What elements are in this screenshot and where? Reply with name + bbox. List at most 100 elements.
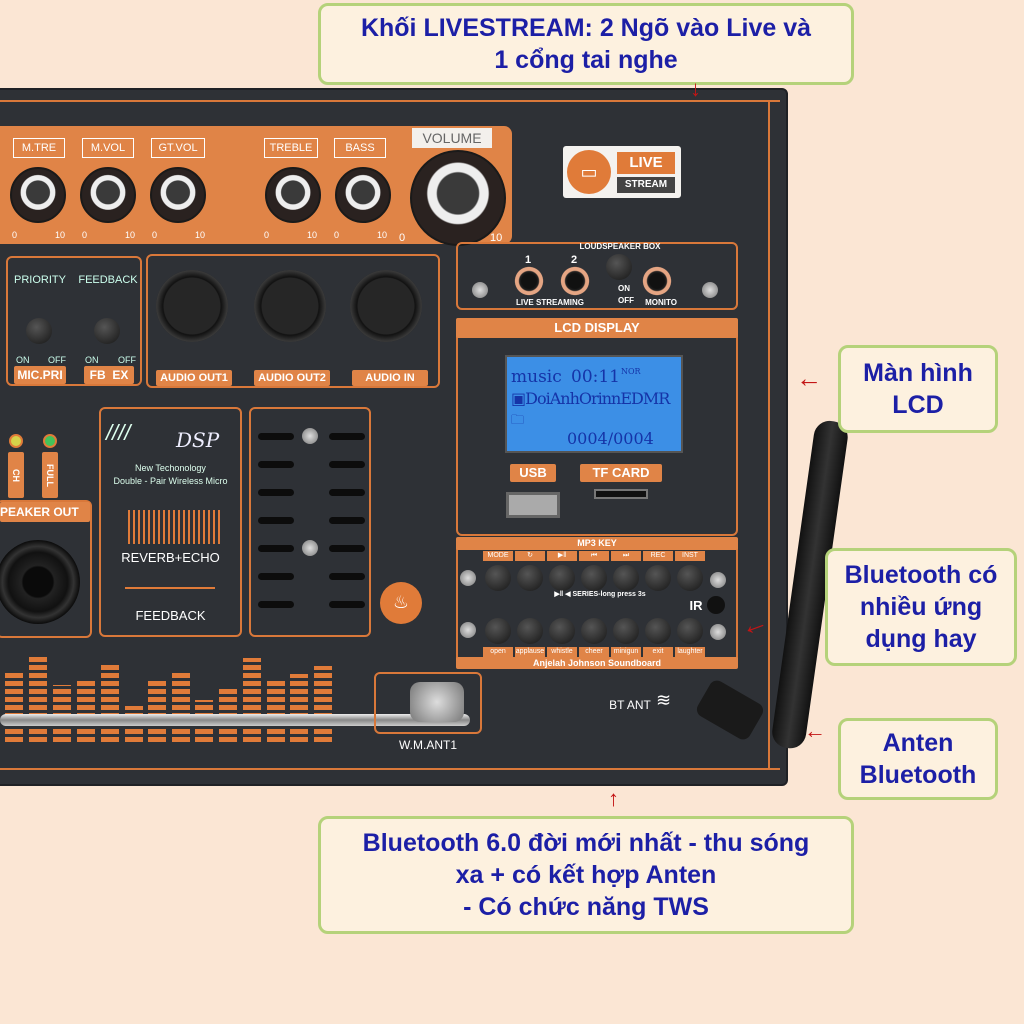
ir-receiver bbox=[707, 596, 725, 614]
arrow-icon: ← bbox=[804, 718, 826, 743]
lcd-title: LCD DISPLAY bbox=[456, 318, 738, 338]
treble-knob[interactable] bbox=[265, 167, 321, 223]
sound-open-button[interactable] bbox=[485, 618, 511, 644]
rec-button[interactable] bbox=[645, 565, 671, 591]
panel-bottom-line bbox=[0, 768, 780, 770]
folder-icon: 🗀 bbox=[511, 413, 525, 428]
tick-min: 0 bbox=[334, 230, 340, 240]
key-label-play: ▶‖ bbox=[547, 551, 577, 561]
live-input-1-jack[interactable] bbox=[514, 266, 544, 296]
feedback-label: FEEDBACK bbox=[135, 608, 206, 623]
screw bbox=[702, 282, 718, 298]
sound-cheer-button[interactable] bbox=[581, 618, 607, 644]
tick-max: 10 bbox=[55, 230, 66, 240]
tick-min: 0 bbox=[12, 230, 18, 240]
play-pause-button[interactable] bbox=[549, 565, 575, 591]
usb-port[interactable] bbox=[506, 492, 560, 518]
volume-label: VOLUME bbox=[412, 128, 492, 148]
lcd-eq: NOR bbox=[621, 367, 641, 376]
audio-in-jack[interactable] bbox=[350, 270, 422, 342]
inst-button[interactable] bbox=[677, 565, 703, 591]
key-label-prev: ⏮ bbox=[579, 551, 609, 561]
full-led bbox=[43, 434, 57, 448]
off-label: OFF bbox=[48, 355, 66, 365]
monitor-headphone-jack[interactable] bbox=[642, 266, 672, 296]
repeat-button[interactable] bbox=[517, 565, 543, 591]
sound-label: cheer bbox=[579, 647, 609, 657]
livestream-block bbox=[456, 242, 738, 310]
wm-ant-block bbox=[374, 672, 482, 734]
logo-stream-text: STREAM bbox=[617, 177, 675, 193]
screw bbox=[472, 282, 488, 298]
xlr-block bbox=[146, 254, 440, 388]
tick-max: 10 bbox=[125, 230, 136, 240]
guitar-volume-knob[interactable] bbox=[150, 167, 206, 223]
loudspeaker-box-switch[interactable] bbox=[606, 254, 632, 280]
panel-top-line bbox=[0, 100, 780, 102]
audio-in-label: AUDIO IN bbox=[352, 370, 428, 386]
mic-pri-label: MIC.PRI bbox=[14, 366, 66, 384]
vent-block bbox=[249, 407, 371, 637]
logo-live-text: LIVE bbox=[617, 152, 675, 174]
jack-1-number: 1 bbox=[524, 254, 532, 266]
audio-out1-label: AUDIO OUT1 bbox=[156, 370, 232, 386]
next-button[interactable] bbox=[613, 565, 639, 591]
live-input-2-jack[interactable] bbox=[560, 266, 590, 296]
tick-max: 10 bbox=[377, 230, 388, 240]
ir-label: IR bbox=[689, 598, 703, 613]
feedback-button[interactable] bbox=[94, 318, 120, 344]
audio-out1-jack[interactable] bbox=[156, 270, 228, 342]
screw bbox=[302, 540, 318, 556]
on-label: ON bbox=[618, 284, 630, 293]
fb-ex-label: FB EX bbox=[84, 366, 134, 384]
arrow-icon: ↓ bbox=[690, 76, 701, 101]
tick-min: 0 bbox=[399, 232, 406, 244]
on-label: ON bbox=[16, 355, 30, 365]
jack-2-number: 2 bbox=[570, 254, 578, 266]
monito-label: MONITO bbox=[645, 298, 677, 307]
screw bbox=[302, 428, 318, 444]
dsp-line2: Double - Pair Wireless Micro bbox=[113, 476, 228, 486]
speakon-jack[interactable] bbox=[0, 540, 80, 624]
feedback-wave-icon bbox=[125, 587, 215, 589]
switch-block bbox=[6, 256, 142, 386]
mic-treble-knob[interactable] bbox=[10, 167, 66, 223]
tf-card-slot[interactable] bbox=[594, 489, 648, 499]
sound-exit-button[interactable] bbox=[645, 618, 671, 644]
on-label: ON bbox=[85, 355, 99, 365]
sound-laughter-button[interactable] bbox=[677, 618, 703, 644]
wireless-mic-antenna bbox=[0, 714, 470, 726]
dsp-line1: New Techonology bbox=[135, 463, 206, 473]
live-streaming-label: LIVE STREAMING bbox=[515, 298, 584, 307]
heat-icon: ♨ bbox=[380, 582, 422, 624]
previous-button[interactable] bbox=[581, 565, 607, 591]
screw bbox=[460, 622, 476, 638]
tf-card-label: TF CARD bbox=[580, 464, 662, 482]
mic-volume-knob[interactable] bbox=[80, 167, 136, 223]
mp3-key-title: MP3 KEY bbox=[456, 537, 738, 550]
microphone-icons: //// bbox=[106, 420, 131, 445]
feedback-title: FEEDBACK bbox=[78, 274, 138, 286]
audio-out2-label: AUDIO OUT2 bbox=[254, 370, 330, 386]
mode-button[interactable] bbox=[485, 565, 511, 591]
knob-label: TREBLE bbox=[264, 138, 318, 158]
audio-out2-jack[interactable] bbox=[254, 270, 326, 342]
key-label-next: ⏭ bbox=[611, 551, 641, 561]
off-label: OFF bbox=[118, 355, 136, 365]
antenna-connector bbox=[410, 682, 464, 722]
usb-label: USB bbox=[510, 464, 556, 482]
screw bbox=[710, 572, 726, 588]
bass-knob[interactable] bbox=[335, 167, 391, 223]
tick-min: 0 bbox=[82, 230, 88, 240]
sound-whistle-button[interactable] bbox=[549, 618, 575, 644]
sound-applause-button[interactable] bbox=[517, 618, 543, 644]
speaker-out-label: PEAKER OUT bbox=[0, 502, 90, 522]
volume-knob[interactable] bbox=[410, 150, 506, 246]
tick-max: 10 bbox=[307, 230, 318, 240]
mic-priority-button[interactable] bbox=[26, 318, 52, 344]
sound-minigun-button[interactable] bbox=[613, 618, 639, 644]
camera-icon: ▭ bbox=[567, 150, 611, 194]
tick-min: 0 bbox=[152, 230, 158, 240]
